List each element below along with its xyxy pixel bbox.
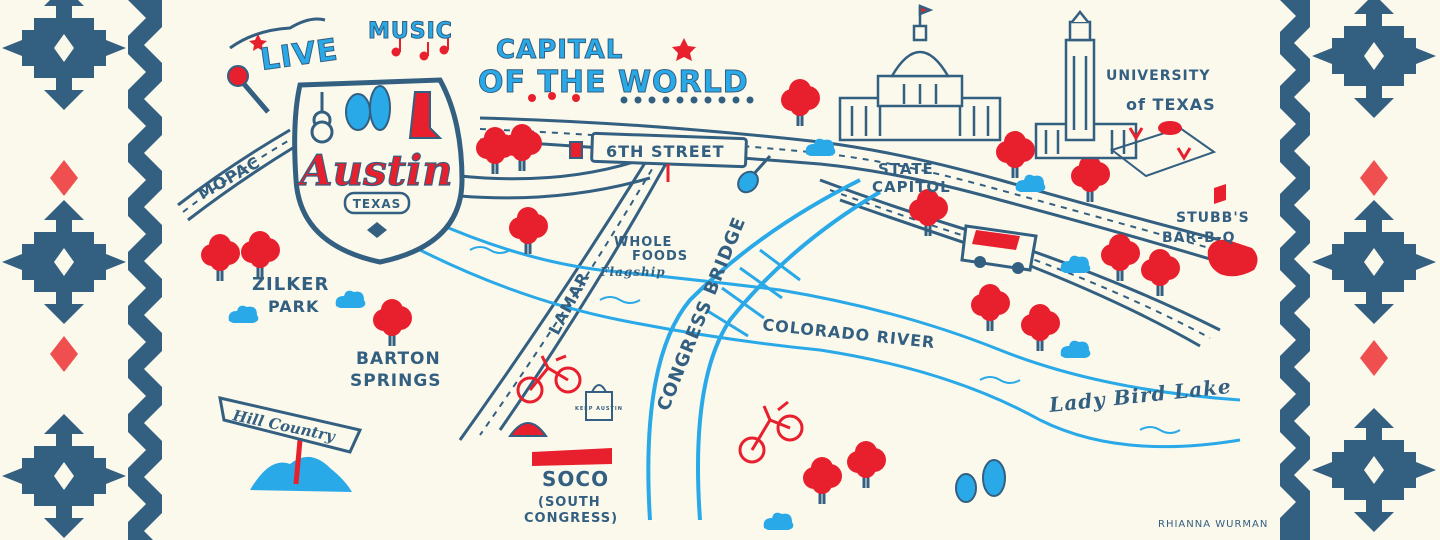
- cactus-icon: [345, 85, 391, 131]
- zilker-label-2: PARK: [268, 297, 319, 316]
- whole-foods-label-2: FOODS: [632, 249, 688, 264]
- soco-label-2: (SOUTH: [538, 495, 601, 510]
- soco-label-3: CONGRESS): [524, 511, 618, 526]
- cactus-icon: [955, 459, 1006, 503]
- ut-label-2: of TEXAS: [1126, 95, 1216, 114]
- drink-cup-icon: [569, 141, 583, 159]
- state-ribbon: [343, 191, 411, 215]
- guitar-icon: [310, 92, 334, 144]
- sixth-street-label: 6TH STREET: [606, 142, 725, 161]
- dot-row: [620, 96, 754, 104]
- artist-signature: RHIANNA WURMAN: [1158, 519, 1268, 530]
- sixth-street-sign: 6TH STREET: [590, 131, 748, 182]
- bag-text: KEEP AUSTIN: [575, 406, 623, 412]
- goal-posts: [1128, 127, 1192, 161]
- soco-label-1: SOCO: [542, 467, 609, 491]
- city-name: Austin: [296, 146, 453, 195]
- diamond-ornament: [367, 222, 387, 238]
- tote-bag-icon: KEEP AUSTIN: [575, 384, 623, 421]
- capitol-building-icon: [838, 4, 1002, 142]
- left-aztec-border: [2, 0, 162, 540]
- bicycle-icon: [516, 354, 804, 464]
- whole-foods-label-1: WHOLE: [614, 235, 672, 250]
- austin-badge: Austin TEXAS: [292, 77, 465, 265]
- stubbs-label-1: STUBB'S: [1176, 210, 1250, 226]
- football-field: [1109, 126, 1217, 178]
- zilker-label-1: ZILKER: [252, 274, 329, 295]
- ut-label-1: UNIVERSITY: [1106, 68, 1210, 84]
- hill-country-sign: Hill Country: [218, 396, 363, 492]
- colorado-river: [419, 218, 1241, 449]
- headline-world: OF THE WORLD: [478, 65, 749, 100]
- microphone-icon: [227, 65, 270, 114]
- lady-bird-lake-label: Lady Bird Lake: [1047, 374, 1233, 417]
- food-truck-icon: [960, 224, 1038, 274]
- headline-capital: CAPITAL: [496, 35, 623, 65]
- banner-swirl: [229, 17, 326, 50]
- headline-music: MUSIC: [368, 19, 453, 44]
- ut-tower-icon: [1034, 9, 1138, 160]
- cowboy-boot-icon: [408, 91, 443, 139]
- state-capitol-label-2: CAPITOL: [872, 178, 951, 196]
- congress-bridge: [646, 178, 882, 521]
- bbq-pig-icon: [1207, 184, 1258, 277]
- mopac-label: MOPAC: [195, 153, 264, 204]
- guitar-icon: [737, 154, 772, 194]
- football-icon: [1158, 121, 1182, 135]
- right-aztec-border: [1280, 0, 1436, 540]
- stubbs-label-2: BAR-B-Q: [1162, 230, 1235, 246]
- state-capitol-label-1: STATE: [878, 160, 934, 178]
- soco-storefront: [532, 448, 612, 466]
- headline-live: LIVE: [258, 32, 340, 78]
- whole-foods-label-3: Flagship: [599, 265, 666, 279]
- barton-label-2: SPRINGS: [350, 371, 442, 391]
- state-name: TEXAS: [353, 197, 402, 211]
- taco-icon: [508, 422, 548, 437]
- star-icon: [249, 34, 696, 102]
- barton-label-1: BARTON: [356, 349, 441, 369]
- music-note-icon: [391, 36, 449, 61]
